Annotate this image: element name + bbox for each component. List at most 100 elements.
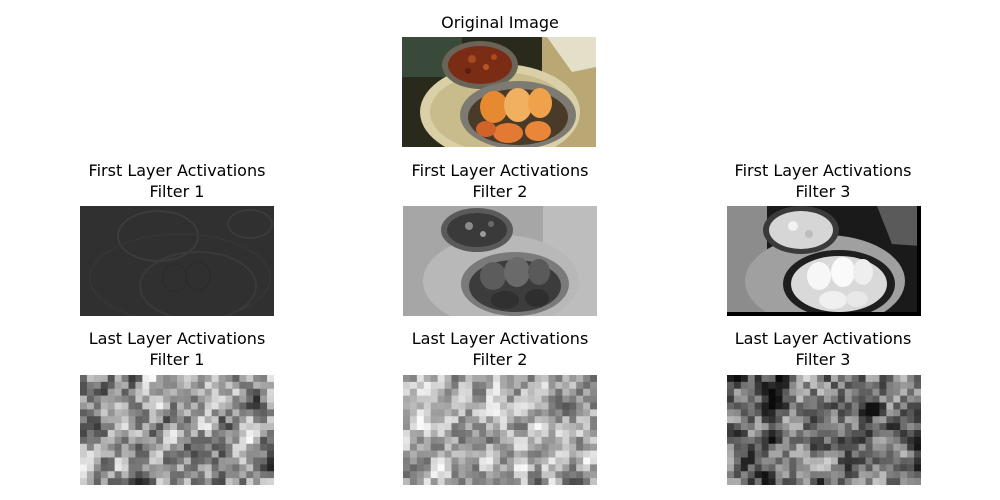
activation-cell	[775, 416, 783, 424]
activation-cell	[740, 436, 749, 445]
activation-cell	[761, 375, 769, 383]
activation-cell	[409, 381, 418, 390]
activation-cell	[569, 471, 577, 479]
activation-cell	[197, 416, 206, 424]
activation-cell	[430, 388, 438, 396]
activation-cell	[590, 402, 597, 410]
activation-cell	[183, 409, 192, 417]
activation-cell	[583, 409, 591, 417]
activation-cell	[865, 381, 873, 390]
activation-cell	[900, 450, 908, 458]
activation-cell	[218, 416, 226, 424]
activation-cell	[486, 471, 494, 479]
activation-cell	[121, 457, 129, 465]
activation-cell	[225, 450, 233, 458]
activation-cell	[267, 464, 274, 472]
activation-cell	[444, 416, 452, 424]
activation-cell	[872, 443, 880, 451]
activation-cell	[583, 430, 591, 438]
activation-cell	[562, 409, 570, 417]
activation-cell	[803, 450, 811, 458]
activation-cell	[727, 416, 735, 424]
activation-cell	[403, 430, 411, 438]
activation-cell	[149, 409, 157, 417]
activation-cell	[576, 464, 584, 472]
activation-cell	[493, 464, 501, 472]
activation-cell	[534, 388, 542, 396]
activation-cell	[232, 388, 240, 396]
last-layer-filter-2-title-text: Last Layer Activations	[411, 329, 589, 348]
original-image	[402, 37, 596, 147]
activation-cell	[548, 436, 556, 445]
activation-cell	[824, 402, 832, 410]
activation-cell	[86, 457, 95, 465]
activation-cell	[416, 423, 425, 431]
activation-cell	[423, 402, 432, 410]
activation-cell	[527, 416, 535, 424]
activation-cell	[479, 388, 487, 396]
activation-cell	[500, 375, 508, 383]
activation-cell	[506, 395, 515, 403]
activation-cell	[914, 457, 921, 465]
activation-cell	[830, 388, 839, 396]
activation-cell	[830, 443, 839, 451]
activation-cell	[260, 375, 268, 383]
activation-cell	[183, 464, 192, 472]
activation-cell	[437, 381, 445, 390]
activation-cell	[190, 430, 199, 438]
activation-cell	[844, 436, 853, 445]
activation-cell	[416, 402, 425, 410]
activation-cell	[142, 443, 150, 451]
activation-cell	[403, 395, 411, 403]
activation-cell	[733, 375, 742, 383]
activation-cell	[527, 478, 535, 485]
activation-cell	[576, 402, 584, 410]
activation-cell	[506, 478, 515, 485]
activation-cell	[267, 395, 274, 403]
activation-cell	[817, 416, 825, 424]
activation-cell	[183, 381, 192, 390]
activation-cell	[253, 471, 261, 479]
activation-cell	[569, 423, 577, 431]
activation-cell	[817, 402, 825, 410]
activation-cell	[803, 395, 811, 403]
activation-cell	[128, 388, 136, 396]
activation-cell	[100, 375, 109, 383]
activation-cell	[403, 416, 411, 424]
activation-cell	[782, 416, 790, 424]
activation-cell	[872, 375, 880, 383]
activation-cell	[886, 423, 894, 431]
activation-cell	[479, 375, 487, 383]
activation-cell	[789, 375, 797, 383]
activation-cell	[879, 375, 887, 383]
activation-cell	[500, 402, 508, 410]
activation-cell	[851, 464, 859, 472]
activation-cell	[409, 464, 418, 472]
activation-cell	[437, 471, 445, 479]
first-layer-filter-1-image	[80, 206, 274, 316]
activation-cell	[211, 395, 219, 403]
activation-cell	[170, 381, 178, 390]
activation-cell	[493, 423, 501, 431]
activation-cell	[93, 395, 102, 403]
activation-cell	[548, 478, 556, 485]
activation-cell	[409, 450, 418, 458]
activation-cell	[142, 471, 150, 479]
activation-cell	[458, 395, 466, 403]
activation-cell	[837, 409, 846, 417]
activation-cell	[232, 423, 240, 431]
activation-cell	[204, 457, 212, 465]
activation-cell	[177, 443, 185, 451]
activation-cell	[114, 409, 122, 417]
activation-cell	[872, 409, 880, 417]
activation-cell	[183, 471, 192, 479]
activation-cell	[500, 416, 508, 424]
activation-cell	[170, 464, 178, 472]
activation-cell	[789, 464, 797, 472]
activation-cell	[211, 443, 219, 451]
activation-cell	[232, 443, 240, 451]
activation-cell	[472, 381, 480, 390]
activation-cell	[114, 395, 122, 403]
activation-cell	[733, 436, 742, 445]
activation-cell	[768, 388, 776, 396]
